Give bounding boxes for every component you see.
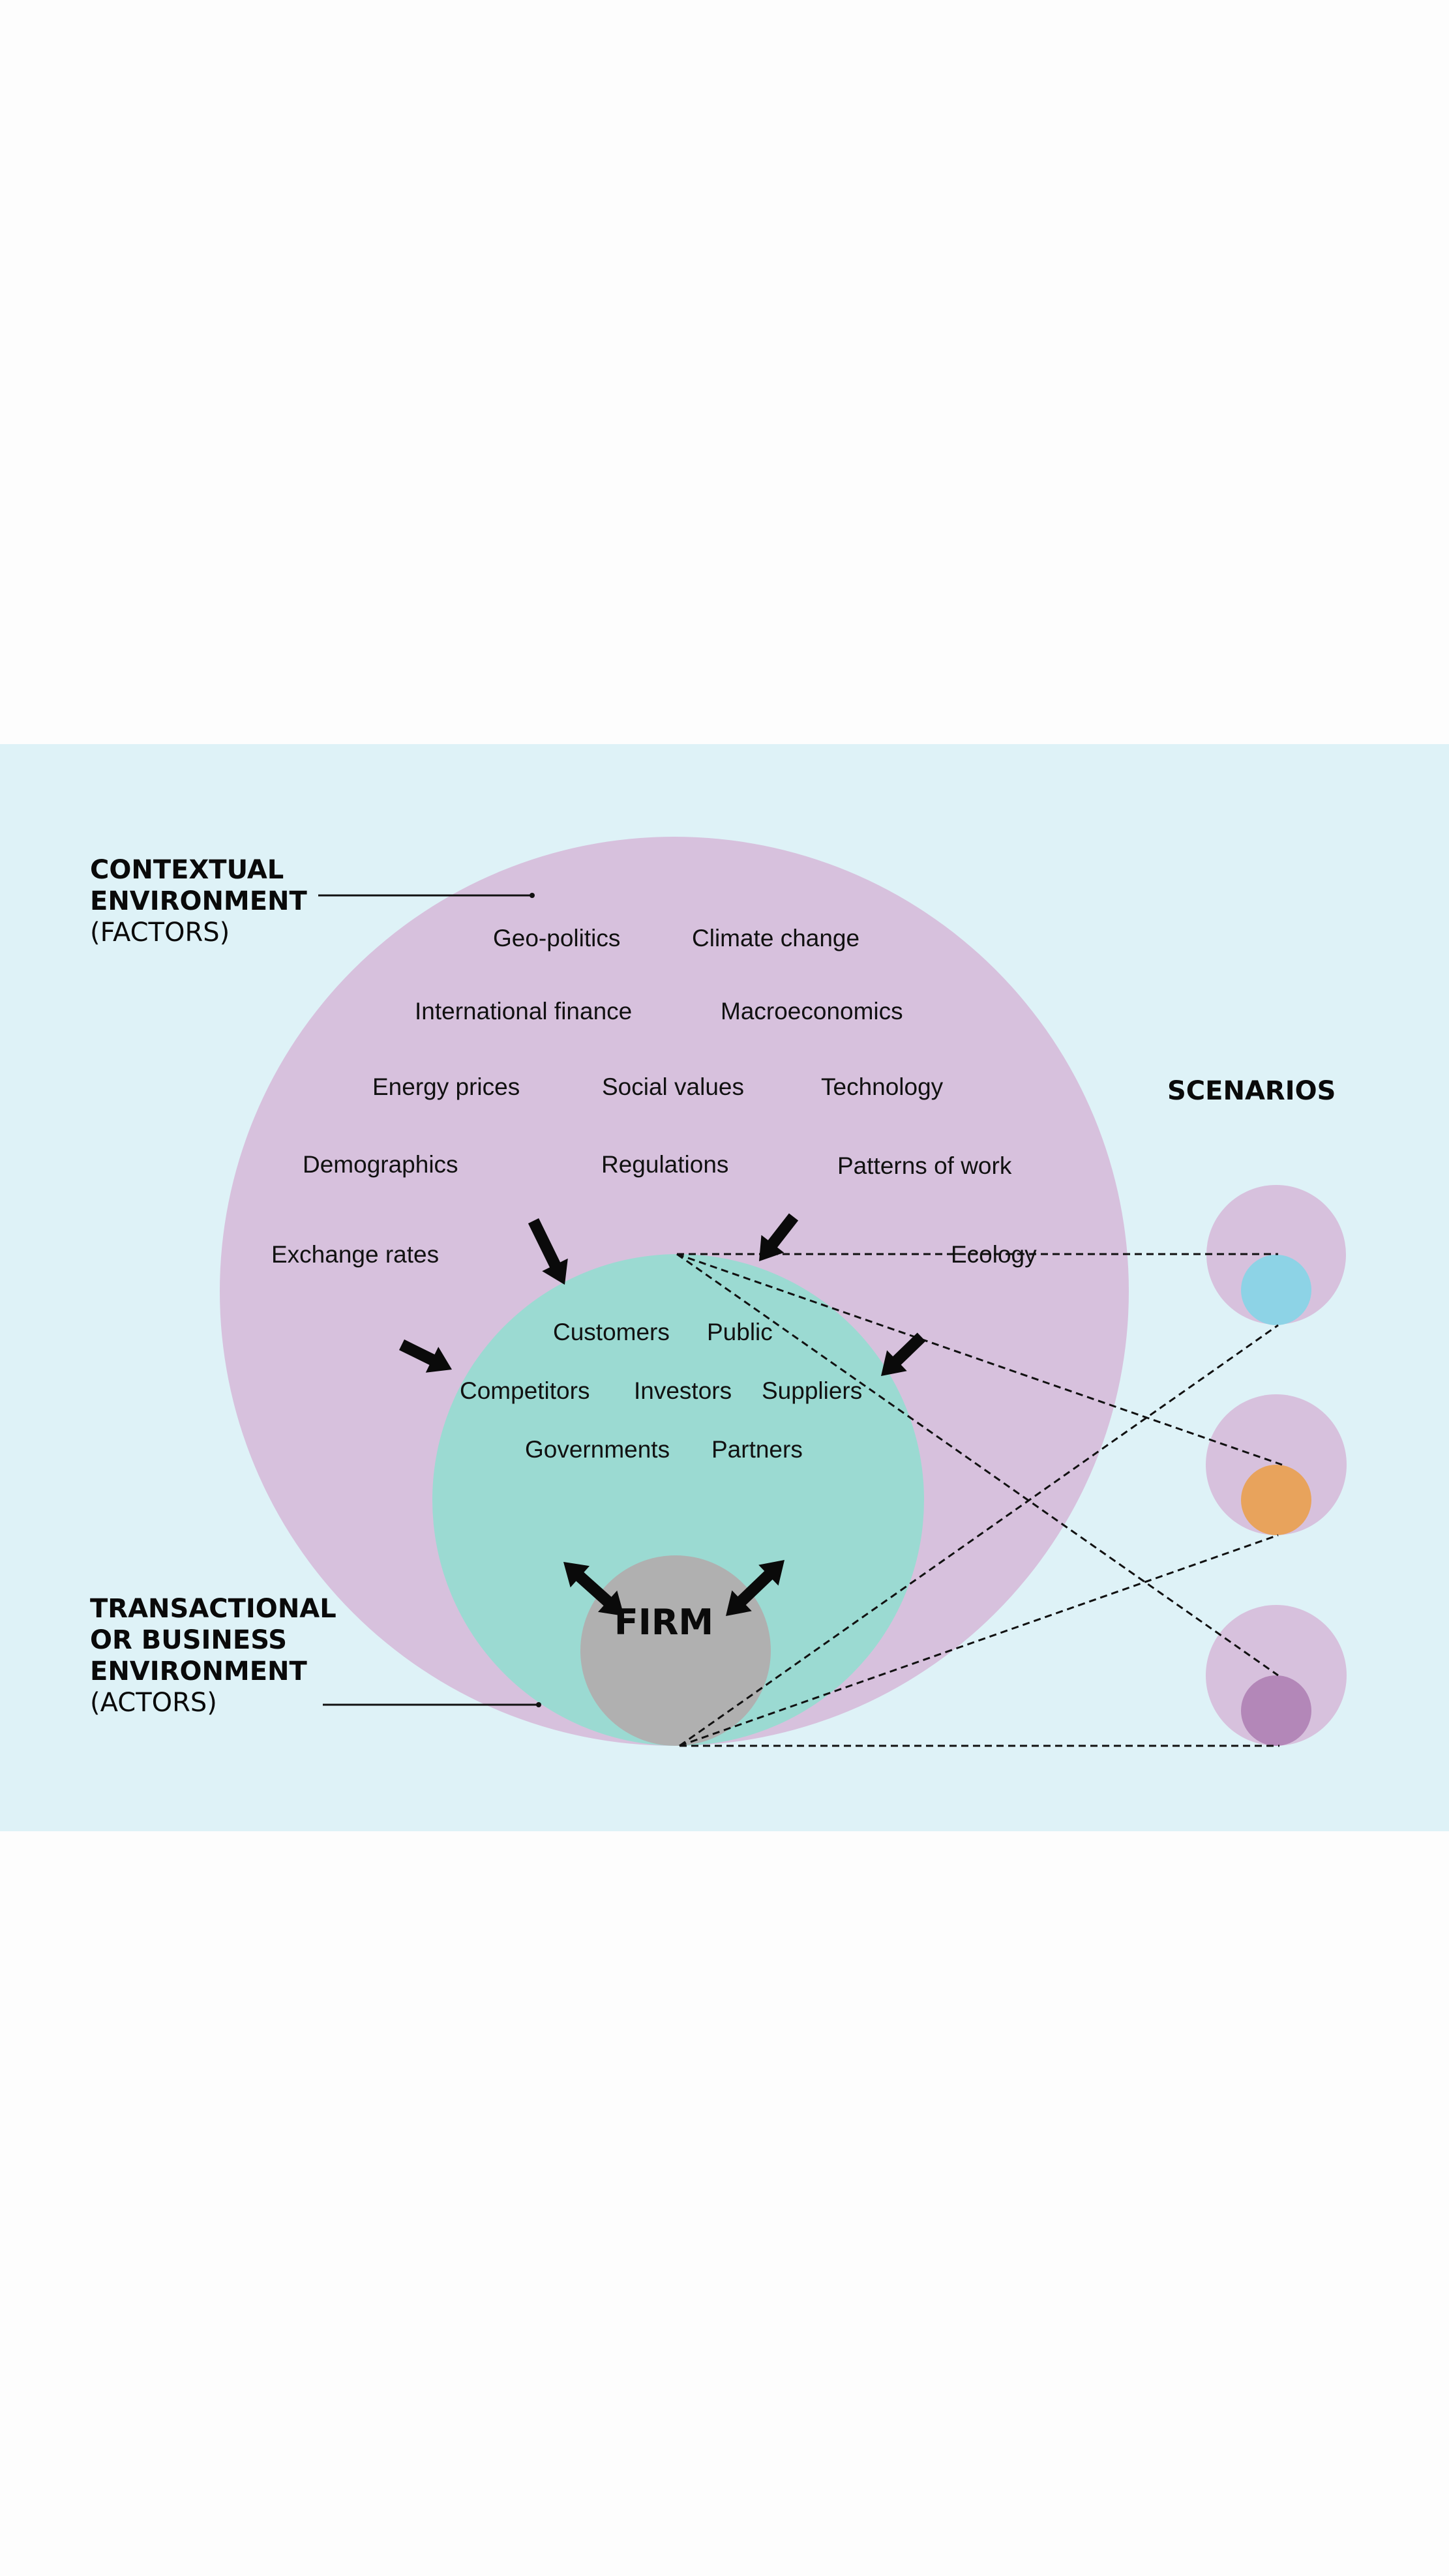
arrows bbox=[399, 1213, 926, 1616]
transactional-label-line4: (ACTORS) bbox=[90, 1688, 217, 1718]
projection-line-bottom-2 bbox=[679, 1534, 1279, 1747]
projection-line-top-2 bbox=[676, 1253, 1283, 1466]
transactional-environment-circle bbox=[432, 1254, 924, 1746]
scenario-1-inner-circle bbox=[1241, 1255, 1311, 1325]
pointer-line-icon bbox=[318, 893, 535, 898]
transactional-label-line1: TRANSACTIONAL bbox=[90, 1594, 336, 1624]
factor-label: Regulations bbox=[601, 1151, 728, 1178]
factor-label: Social values bbox=[602, 1073, 744, 1100]
pointer-line-icon bbox=[323, 1702, 541, 1707]
contextual-label-line2: ENVIRONMENT bbox=[90, 886, 308, 916]
firm-label: FIRM bbox=[614, 1602, 713, 1643]
actor-label: Competitors bbox=[460, 1377, 590, 1404]
contextual-label-line3: (FACTORS) bbox=[90, 918, 230, 948]
projection-line-bottom-1 bbox=[679, 1324, 1279, 1747]
projection-line-top-3 bbox=[676, 1253, 1279, 1677]
scenario-2 bbox=[1206, 1394, 1347, 1535]
actor-label: Suppliers bbox=[762, 1377, 862, 1404]
scenarios-title: SCENARIOS bbox=[1167, 1076, 1336, 1106]
factor-label: Macroeconomics bbox=[721, 998, 903, 1025]
scenario-3 bbox=[1206, 1605, 1347, 1746]
contextual-label: CONTEXTUAL ENVIRONMENT (FACTORS) bbox=[90, 855, 535, 948]
scenario-3-inner-circle bbox=[1241, 1675, 1311, 1746]
factor-label: Ecology bbox=[951, 1241, 1037, 1268]
contextual-label-line1: CONTEXTUAL bbox=[90, 855, 284, 885]
factor-label: Energy prices bbox=[372, 1073, 520, 1100]
transactional-label-line2: OR BUSINESS bbox=[90, 1625, 287, 1655]
transactional-label-line3: ENVIRONMENT bbox=[90, 1656, 308, 1686]
factor-label: Technology bbox=[821, 1073, 944, 1100]
arrow-inward-icon bbox=[528, 1218, 568, 1285]
factors: Geo-politics Climate change Internationa… bbox=[271, 925, 1037, 1268]
actors: Customers Public Competitors Investors S… bbox=[460, 1319, 862, 1463]
scenario-2-inner-circle bbox=[1241, 1465, 1311, 1535]
factor-label: Patterns of work bbox=[837, 1152, 1012, 1179]
factor-label: International finance bbox=[415, 998, 632, 1025]
arrow-inward-icon bbox=[759, 1213, 799, 1261]
actor-label: Governments bbox=[525, 1436, 670, 1463]
arrow-bidirectional-icon bbox=[726, 1560, 784, 1616]
factor-label: Demographics bbox=[303, 1151, 458, 1178]
transactional-label: TRANSACTIONAL OR BUSINESS ENVIRONMENT (A… bbox=[90, 1594, 541, 1718]
environment-diagram: CONTEXTUAL ENVIRONMENT (FACTORS) TRANSAC… bbox=[0, 744, 1449, 1831]
arrow-inward-icon bbox=[881, 1332, 926, 1376]
factor-label: Geo-politics bbox=[493, 925, 620, 951]
factor-label: Climate change bbox=[692, 925, 859, 951]
actor-label: Partners bbox=[711, 1436, 803, 1463]
factor-label: Exchange rates bbox=[271, 1241, 439, 1268]
arrow-inward-icon bbox=[399, 1339, 452, 1373]
firm-circle bbox=[580, 1555, 771, 1746]
actor-label: Customers bbox=[553, 1319, 670, 1345]
actor-label: Investors bbox=[634, 1377, 732, 1404]
arrow-bidirectional-icon bbox=[563, 1562, 624, 1616]
actor-label: Public bbox=[707, 1319, 773, 1345]
diagram-panel: CONTEXTUAL ENVIRONMENT (FACTORS) TRANSAC… bbox=[0, 744, 1449, 1831]
